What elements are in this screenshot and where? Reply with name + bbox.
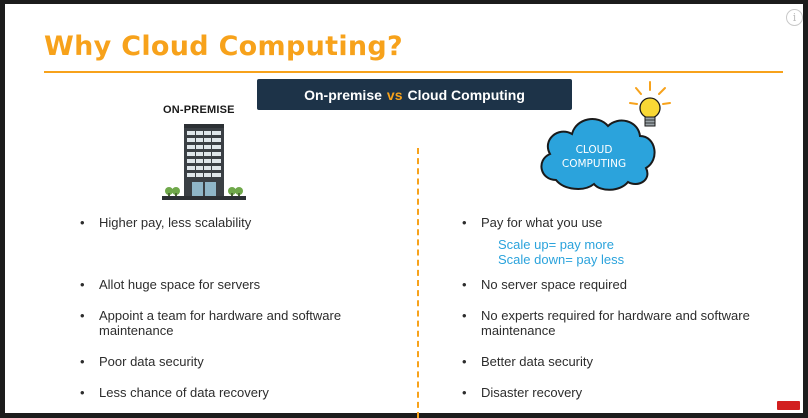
list-item: • Less chance of data recovery bbox=[80, 385, 389, 400]
frame-top bbox=[0, 0, 808, 4]
bullet-dot: • bbox=[462, 354, 467, 369]
cloud-text-line2: COMPUTING bbox=[562, 158, 626, 170]
list-item: • Pay for what you use bbox=[462, 215, 791, 230]
bullet-text: Poor data security bbox=[99, 354, 204, 369]
scale-up-note: Scale up= pay more bbox=[498, 237, 614, 252]
bullet-text: Pay for what you use bbox=[481, 215, 603, 230]
cloud-text-line1: CLOUD bbox=[576, 144, 613, 156]
frame-bottom bbox=[0, 413, 808, 418]
bullet-dot: • bbox=[80, 354, 85, 369]
scale-down-note: Scale down= pay less bbox=[498, 252, 625, 267]
list-item: • No server space required bbox=[462, 277, 791, 292]
cloud-icon: CLOUD COMPUTING bbox=[540, 81, 671, 191]
bullet-dot: • bbox=[462, 308, 467, 323]
banner-left-text: On-premise bbox=[304, 86, 382, 103]
list-item: • Allot huge space for servers bbox=[80, 277, 389, 292]
bullet-text: Higher pay, less scalability bbox=[99, 215, 252, 230]
bullet-dot: • bbox=[80, 308, 85, 323]
list-item: • No experts required for hardware and s… bbox=[462, 308, 786, 338]
bullet-text: No experts required for hardware and sof… bbox=[481, 308, 750, 338]
list-item: • Disaster recovery bbox=[462, 385, 791, 400]
column-divider bbox=[417, 148, 419, 418]
bullet-dot: • bbox=[80, 385, 85, 400]
list-item: • Better data security bbox=[462, 354, 791, 369]
banner-right-text: Cloud Computing bbox=[407, 86, 525, 103]
list-item: • Poor data security bbox=[80, 354, 389, 369]
channel-badge-icon[interactable] bbox=[777, 401, 800, 410]
title-underline bbox=[44, 71, 783, 73]
bullet-dot: • bbox=[80, 277, 85, 292]
slide-title: Why Cloud Computing? bbox=[44, 31, 403, 62]
on-premise-label: ON-PREMISE bbox=[163, 104, 235, 116]
frame-right bbox=[803, 0, 808, 418]
bullet-text: Allot huge space for servers bbox=[99, 277, 261, 292]
building-icon bbox=[162, 124, 246, 200]
bullet-dot: • bbox=[462, 385, 467, 400]
bullet-dot: • bbox=[462, 215, 467, 230]
comparison-banner: On-premise vs Cloud Computing bbox=[257, 79, 572, 110]
bullet-text: Less chance of data recovery bbox=[99, 385, 269, 400]
bullet-text: Better data security bbox=[481, 354, 593, 369]
bullet-text: Disaster recovery bbox=[481, 385, 583, 400]
frame-left bbox=[0, 0, 5, 418]
bullet-text: Appoint a team for hardware and software… bbox=[99, 308, 342, 338]
bullet-dot: • bbox=[80, 215, 85, 230]
list-item: • Appoint a team for hardware and softwa… bbox=[80, 308, 389, 338]
bullet-text: No server space required bbox=[481, 277, 627, 292]
banner-vs-text: vs bbox=[386, 86, 403, 103]
list-item: • Higher pay, less scalability bbox=[80, 215, 389, 230]
bullet-dot: • bbox=[462, 277, 467, 292]
info-icon[interactable]: i bbox=[786, 9, 803, 26]
